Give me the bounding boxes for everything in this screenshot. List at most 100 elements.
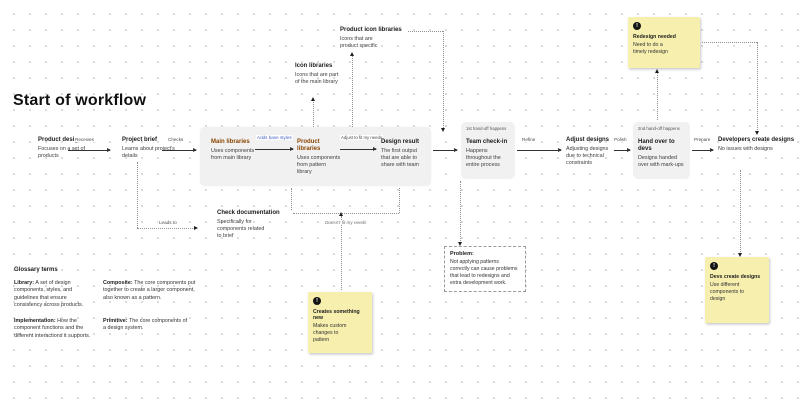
flow-arrow-8 [692,148,714,152]
node-body: Uses components from pattern library [297,154,341,175]
node-main-libraries[interactable]: Main libraries Uses components from main… [211,139,256,162]
node-body: Designs handed over with mark-ups [638,154,684,168]
connector-handover-to-redesign [657,72,658,120]
node-body: Focuses on a set of products [38,145,86,159]
libraries-group-card[interactable] [200,127,431,186]
note-title: Product icon libraries [340,27,402,33]
node-title: Design result [381,139,420,145]
node-project-brief[interactable]: Project brief Learns about project's det… [122,137,177,160]
glossary-text: A set of design components, styles, and … [14,280,84,308]
flow-arrow-1 [68,148,111,152]
node-hand-over[interactable]: 2nd hand-off happens Hand over to devs D… [633,122,690,179]
note-body: Icons that are part of the main library [295,71,339,85]
node-title: Team check-in [466,139,508,145]
node-title: Developers create designs [718,137,795,143]
connector-to-creates-new [341,216,342,290]
flow-arrow-4 [340,147,377,151]
glossary-item-composite: Composite: The core components put toget… [103,280,198,302]
connector-brief-to-docs-h [137,228,193,229]
node-team-checkin[interactable]: 1st hand-off happens Team check-in Happe… [461,122,515,179]
glossary-term: Primitive: [103,318,128,324]
sticky-title: Devs create designs [710,274,761,280]
note-icon-libraries[interactable]: Icon libraries Icons that are part of th… [295,63,345,86]
node-adjust-designs[interactable]: Adjust designs Adjusting designs due to … [566,137,613,167]
connector-checkin-to-problem [460,181,461,243]
flow-arrow-2 [162,148,197,152]
node-title: Main libraries [211,139,250,145]
connector-docs-branch-h [293,213,399,214]
sticky-title: Redesign needed [633,34,676,40]
arrow-label-checks[interactable]: Checks [167,137,185,142]
flow-arrow-7 [614,148,631,152]
connector-arrowhead [440,128,445,132]
glossary-item-primitive: Primitive: The core components of a desi… [103,318,188,333]
arrow-label-leads-to[interactable]: Leads to [158,220,178,225]
problem-title: Problem: [450,251,474,257]
flow-arrow-5 [433,148,458,152]
note-title: Check documentation [217,210,280,216]
connector-brief-to-docs-v [137,162,138,228]
glossary-term: Implementation: [14,318,56,324]
alert-icon: ! [710,262,718,270]
node-body: Uses components from main library [211,147,255,161]
arrow-label-refine[interactable]: Refine [521,137,537,142]
node-body: Happens throughout the entire process [466,147,501,168]
connector-redesign-loop-h [702,42,757,43]
handoff-tag: 1st hand-off happens [466,126,507,131]
node-developers-create-designs[interactable]: Developers create designs No issues with… [718,137,798,153]
sticky-creates-something-new[interactable]: ! Creates something new Makes custom cha… [308,292,372,353]
node-body: The first output that are able to share … [381,147,420,168]
connector-arrowhead [754,131,759,135]
arrow-label-prepare[interactable]: Prepare [693,137,712,142]
node-title: Product libraries [297,139,321,152]
node-product-libraries[interactable]: Product libraries Uses components from p… [297,139,341,176]
problem-body: Not applying patterns correctly can caus… [450,259,518,287]
glossary-text: The core components of a design system. [103,318,188,332]
note-body: Specifically for components related to b… [217,218,265,239]
node-design-result[interactable]: Design result The first output that are … [381,139,427,169]
node-title: Project brief [122,137,158,143]
alert-icon: ! [313,297,321,305]
connector-arrowhead [194,225,198,230]
node-title: Product designer [38,137,88,143]
connector-icons-to-handoff-v [443,31,444,128]
connector-arrowhead [654,69,659,73]
sticky-devs-create-designs[interactable]: ! Devs create designs Use different comp… [705,257,769,323]
connector-result-down [399,188,400,213]
note-body: Icons that are product specific [340,35,378,49]
connector-card-to-icon-libraries [313,100,314,127]
connector-arrowhead [338,212,343,216]
alert-icon: ! [633,22,641,30]
arrow-label-adds-base-styles[interactable]: Adds base styles [256,135,293,140]
arrow-label-receives[interactable]: Receives [74,137,95,142]
node-title: Adjust designs [566,137,610,143]
note-check-documentation[interactable]: Check documentation Specifically for com… [217,210,289,240]
flow-arrow-6 [517,148,562,152]
sticky-body: Use different components to design [710,282,745,302]
sticky-body: Need to do a timely redesign [633,42,668,55]
glossary-header: Glossary terms [14,267,58,273]
problem-callout[interactable]: Problem: Not applying patterns correctly… [444,246,526,293]
sticky-title: Creates something new [313,309,360,322]
connector-card-to-product-icons [352,55,353,127]
glossary-text: The core components put together to crea… [103,280,196,301]
arrow-label-doesnt-fit[interactable]: Doesn't fit my needs [324,220,368,225]
arrow-label-polish[interactable]: Polish [613,137,628,142]
node-title: Hand over to devs [638,139,675,152]
connector-icons-to-handoff-h [408,31,443,32]
glossary-section[interactable]: Glossary terms Library: A set of design … [14,267,214,339]
sticky-redesign-needed[interactable]: ! Redesign needed Need to do a timely re… [628,17,700,68]
sticky-body: Makes custom changes to pattern [313,323,347,343]
glossary-item-library: Library: A set of design components, sty… [14,280,96,309]
glossary-item-implementation: Implementation: How the component functi… [14,318,102,340]
connector-card-to-docs [291,188,292,210]
note-product-icon-libraries[interactable]: Product icon libraries Icons that are pr… [340,27,402,50]
glossary-term: Composite: [103,280,133,286]
page-title[interactable]: Start of workflow [13,92,147,109]
node-body: Learns about project's details [122,145,175,159]
arrow-label-adjust-to-fit[interactable]: Adjust to fit my needs [340,135,384,140]
node-product-designer[interactable]: Product designer Focuses on a set of pro… [38,137,100,160]
glossary-term: Library: [14,280,35,286]
connector-arrowhead [457,242,462,246]
